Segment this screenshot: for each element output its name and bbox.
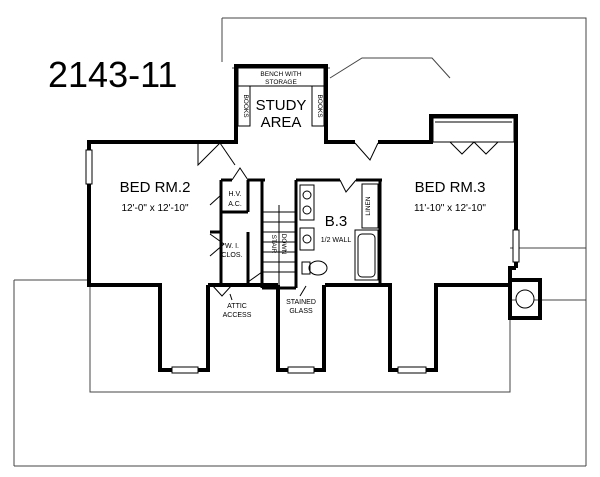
study-label-1: STUDY — [256, 97, 307, 114]
bed2-name: BED RM.2 — [120, 179, 191, 196]
labels: BED RM.2 12'-0" x 12'-10" BED RM.3 11'-1… — [120, 71, 487, 319]
bed3-size: 11'-10" x 12'-10" — [414, 203, 486, 214]
books-label-right: BOOKS — [316, 94, 323, 118]
bookshelves — [237, 67, 325, 127]
stair-label-1: STAIR — [270, 235, 277, 254]
books-label-left: BOOKS — [242, 94, 249, 118]
hvac-label-2: A.C. — [228, 201, 242, 208]
bath-label: B.3 — [325, 213, 348, 230]
stair-label-2: DOWN — [280, 234, 287, 255]
glass-label-2: GLASS — [289, 308, 313, 315]
study-label-2: AREA — [261, 114, 302, 131]
linen-label: LINEN — [365, 196, 372, 215]
bed3-name: BED RM.3 — [415, 179, 486, 196]
windows — [85, 149, 535, 374]
wic-label-2: CLOS. — [221, 252, 242, 259]
bench-label-1: BENCH WITH — [260, 71, 301, 78]
interior-walls — [210, 178, 382, 290]
wic-label-1: W. I. — [225, 243, 239, 250]
stair — [262, 205, 296, 285]
attic-label-2: ACCESS — [223, 312, 252, 319]
doors — [197, 142, 379, 297]
bench-label-2: STORAGE — [265, 79, 297, 86]
hvac-label-1: H.V. — [229, 191, 242, 198]
half-wall-label: 1/2 WALL — [321, 237, 352, 244]
closet-bed3 — [432, 117, 515, 155]
leader-lines — [229, 285, 307, 301]
plan-number: 2143-11 — [48, 54, 178, 95]
glass-label-1: STAINED — [286, 299, 316, 306]
attic-label-1: ATTIC — [227, 303, 247, 310]
bed2-size: 12'-0" x 12'-10" — [121, 203, 189, 214]
bath-fixtures — [299, 183, 379, 281]
